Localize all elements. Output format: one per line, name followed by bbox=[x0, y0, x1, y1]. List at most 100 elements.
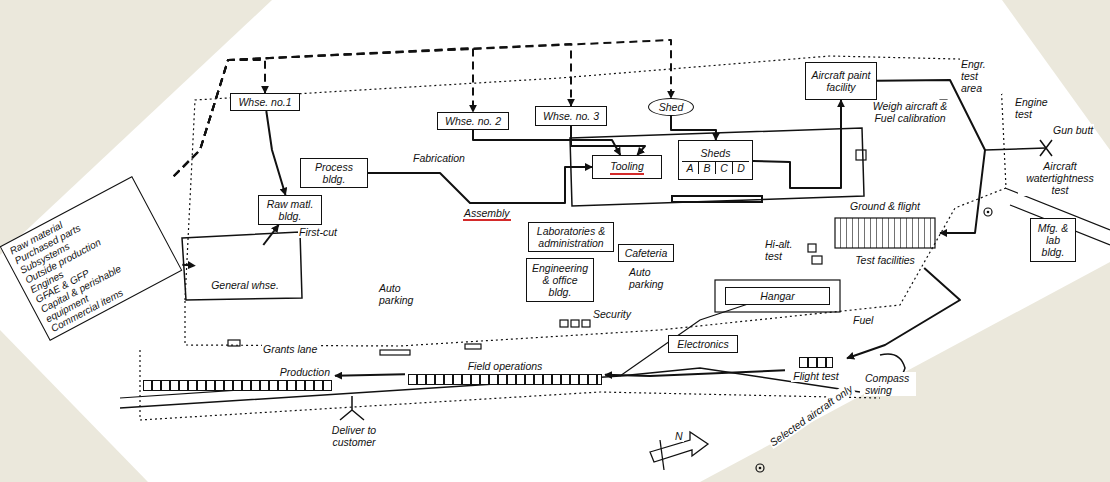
warehouse: Whse. no. 2 bbox=[437, 112, 509, 130]
map-label: Assembly bbox=[463, 207, 511, 221]
building-row bbox=[408, 374, 602, 385]
small-building bbox=[228, 340, 240, 346]
map-label: Auto parking bbox=[628, 266, 674, 290]
map-label: Grants lane bbox=[262, 343, 318, 355]
road bbox=[620, 300, 760, 376]
hangar: Hangar bbox=[725, 287, 830, 305]
node-text: Electronics bbox=[677, 338, 728, 350]
node-text: Production bbox=[278, 366, 332, 378]
node-text: Engineering & office bldg. bbox=[530, 262, 590, 298]
map-label: Auto parking bbox=[378, 282, 424, 306]
flow-arrow bbox=[266, 111, 285, 195]
flow-arrow bbox=[753, 100, 841, 188]
site-boundary bbox=[140, 350, 880, 420]
node-text: C bbox=[715, 161, 732, 174]
flow-arrow bbox=[473, 130, 620, 155]
paint-facility: Aircraft paint facility bbox=[805, 62, 877, 100]
node-text: A bbox=[682, 161, 698, 174]
gun-butt-line bbox=[985, 148, 1046, 150]
flow-arrow bbox=[174, 48, 473, 176]
node-text: Sheds bbox=[701, 147, 731, 159]
small-building bbox=[808, 244, 816, 252]
node-text: Laboratories & administration bbox=[532, 225, 610, 249]
flow-arrow bbox=[182, 264, 195, 267]
small-building bbox=[812, 256, 822, 264]
node-text: Hangar bbox=[760, 290, 794, 302]
test-stands bbox=[835, 218, 935, 248]
building: Laboratories & administration bbox=[528, 222, 614, 252]
input-list: Raw materialPurchased partsSubsystemsOut… bbox=[0, 176, 182, 341]
node-text: B bbox=[698, 161, 715, 174]
field-operations: Field operations bbox=[405, 356, 605, 388]
warehouse: Whse. no.1 bbox=[230, 93, 300, 111]
shed: Shed bbox=[648, 98, 694, 116]
node-text: D bbox=[732, 161, 749, 174]
site-boundary bbox=[185, 56, 1006, 346]
map-label: Deliver to customer bbox=[322, 424, 386, 448]
flow-arrow bbox=[368, 167, 592, 203]
node-text: Shed bbox=[659, 101, 684, 113]
warehouse-outline bbox=[182, 232, 302, 300]
building: Electronics bbox=[668, 335, 738, 353]
building: Mfg. & lab bldg. bbox=[1030, 218, 1076, 262]
map-label: Fabrication bbox=[412, 152, 466, 164]
map-label: Security bbox=[592, 308, 632, 320]
map-label: Engr. test area bbox=[960, 58, 1002, 94]
flow-arrow bbox=[263, 225, 278, 245]
flight-test: Flight test bbox=[785, 352, 847, 386]
map-label: First-cut bbox=[298, 226, 338, 238]
small-building bbox=[571, 320, 579, 327]
small-building bbox=[465, 344, 481, 349]
building: Raw matl. bldg. bbox=[258, 195, 322, 225]
node-text: Whse. no.1 bbox=[238, 96, 291, 108]
flow-arrow bbox=[847, 268, 960, 358]
node-text: Flight test bbox=[791, 370, 841, 382]
road bbox=[120, 368, 860, 408]
assembly-line bbox=[672, 196, 762, 202]
node-text: Whse. no. 3 bbox=[543, 110, 599, 122]
small-building bbox=[380, 350, 410, 355]
selected-aircraft-mark bbox=[987, 211, 990, 214]
hangar-apron bbox=[715, 280, 840, 312]
node-text: Whse. no. 2 bbox=[445, 115, 501, 127]
node-text: Tooling bbox=[610, 160, 643, 175]
building: Cafeteria bbox=[618, 244, 674, 262]
flow-arrow bbox=[571, 126, 645, 155]
node-text: Ground & flight bbox=[848, 200, 922, 212]
delivery-road bbox=[340, 396, 364, 420]
node-text: General whse. bbox=[209, 279, 281, 291]
selected-aircraft-mark bbox=[756, 464, 764, 472]
map-label: Weigh aircraft & Fuel calibration bbox=[866, 100, 954, 124]
assembly-building bbox=[570, 128, 864, 206]
building: Tooling bbox=[592, 155, 662, 179]
building: Process bldg. bbox=[300, 158, 368, 188]
node-text: Aircraft paint facility bbox=[809, 69, 873, 93]
node-text: Test facilities bbox=[853, 254, 917, 266]
node-text: Process bldg. bbox=[304, 161, 364, 185]
node-text: Cafeteria bbox=[625, 247, 668, 259]
node-text: Mfg. & lab bldg. bbox=[1034, 222, 1072, 258]
test-facilities: Ground & flightTest facilities bbox=[830, 198, 940, 268]
small-buildings bbox=[228, 84, 988, 355]
map-label: Selected aircraft only bbox=[767, 382, 856, 449]
flow-arrow bbox=[174, 44, 571, 176]
building-row bbox=[799, 357, 833, 368]
node-text: Raw matl. bldg. bbox=[262, 198, 318, 222]
production-row: Production bbox=[140, 360, 335, 396]
warehouse: Whse. no. 3 bbox=[535, 106, 607, 126]
small-building bbox=[582, 320, 590, 327]
flow-arrow bbox=[335, 374, 405, 376]
small-building bbox=[856, 150, 866, 160]
map-label: Aircraft watertightness test bbox=[1018, 160, 1102, 196]
map-label: Hi-alt. test bbox=[764, 238, 806, 262]
map-label: Engine test bbox=[1014, 96, 1056, 120]
map-label: Compass swing bbox=[864, 372, 916, 396]
shed-block: ShedsABCD bbox=[678, 140, 753, 180]
map-label: N bbox=[674, 430, 684, 442]
north-arrow bbox=[660, 440, 664, 470]
building: Engineering & office bldg. bbox=[526, 258, 594, 302]
building-row bbox=[143, 380, 332, 391]
